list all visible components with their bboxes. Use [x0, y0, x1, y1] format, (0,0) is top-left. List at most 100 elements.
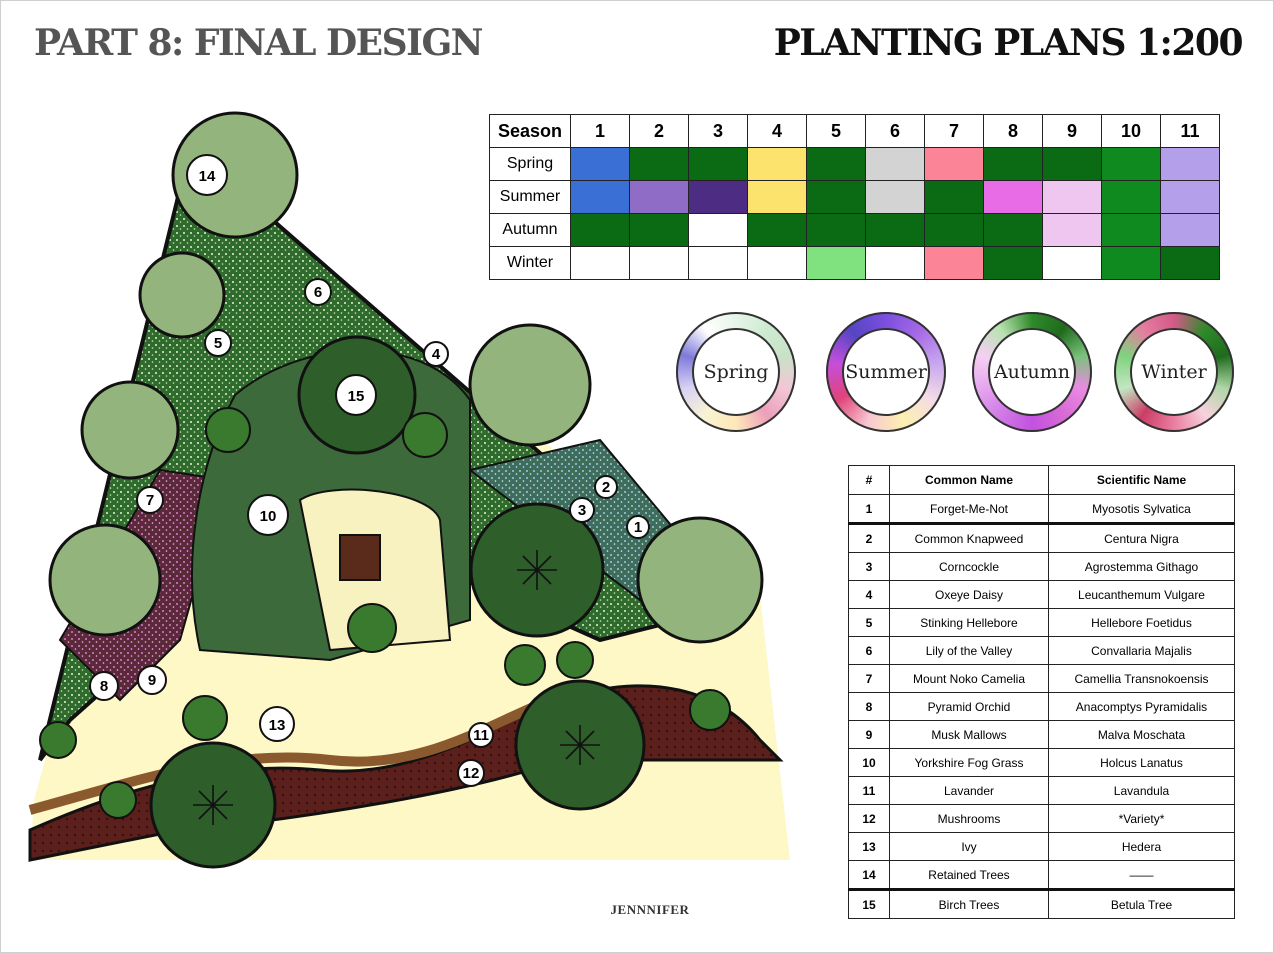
plant-cell-common: Mushrooms	[889, 804, 1049, 833]
season-color-cell	[570, 213, 630, 247]
season-row-autumn: Autumn	[489, 213, 1220, 247]
plant-cell-num: 15	[848, 888, 890, 919]
season-row-winter: Winter	[489, 246, 1220, 280]
plant-cell-scientific: Myosotis Sylvatica	[1048, 494, 1235, 524]
season-color-cell	[688, 180, 748, 214]
season-ring-label: Spring	[692, 328, 780, 416]
plant-cell-scientific: Hedera	[1048, 832, 1235, 861]
ring-outline	[1114, 312, 1234, 432]
plant-cell-common: Retained Trees	[889, 860, 1049, 890]
plan-label-15: 15	[348, 388, 365, 405]
plant-cell-num: 14	[848, 860, 890, 890]
season-color-cell	[1042, 180, 1102, 214]
plant-table-header: # Common Name Scientific Name	[848, 465, 1235, 495]
plant-cell-scientific: ——	[1048, 860, 1235, 890]
season-row-summer: Summer	[489, 180, 1220, 214]
tree-star-marks	[193, 550, 600, 825]
season-ring-spring: Spring	[676, 312, 796, 432]
season-col-3: 3	[688, 114, 748, 148]
plant-cell-num: 7	[848, 664, 890, 693]
ring-outline	[676, 312, 796, 432]
season-color-cell	[688, 246, 748, 280]
plant-cell-common: Pyramid Orchid	[889, 692, 1049, 721]
plan-label-4: 4	[432, 346, 441, 363]
plan-label-11: 11	[473, 727, 489, 744]
season-color-cell	[806, 246, 866, 280]
planting-plan-illustration: 14 6 5 4 15 7 10 3 2 1 8 9 13 11 12	[28, 111, 790, 869]
bench	[339, 534, 381, 581]
season-color-cell	[924, 147, 984, 181]
season-row-label: Summer	[489, 180, 571, 214]
plan-label-7: 7	[146, 492, 154, 509]
season-row-spring: Spring	[489, 147, 1220, 181]
plant-cell-common: Yorkshire Fog Grass	[889, 748, 1049, 777]
season-row-label: Autumn	[489, 213, 571, 247]
season-col-4: 4	[747, 114, 807, 148]
plant-header-common: Common Name	[889, 465, 1049, 495]
plan-label-14: 14	[199, 168, 216, 185]
retained-trees	[48, 111, 764, 644]
season-col-6: 6	[865, 114, 925, 148]
plant-cell-num: 2	[848, 522, 890, 553]
plan-label-5: 5	[214, 335, 222, 352]
season-color-cell	[747, 180, 807, 214]
plant-cell-common: Lavander	[889, 776, 1049, 805]
season-col-10: 10	[1101, 114, 1161, 148]
season-color-cell	[1160, 246, 1220, 280]
season-color-cell	[570, 180, 630, 214]
plant-cell-num: 8	[848, 692, 890, 721]
plant-cell-scientific: Centura Nigra	[1048, 522, 1235, 553]
plant-cell-scientific: Convallaria Majalis	[1048, 636, 1235, 665]
season-color-cell	[1160, 147, 1220, 181]
season-color-cell	[1042, 147, 1102, 181]
plant-cell-scientific: Camellia Transnokoensis	[1048, 664, 1235, 693]
plant-cell-common: Stinking Hellebore	[889, 608, 1049, 637]
plant-cell-scientific: Malva Moschata	[1048, 720, 1235, 749]
season-color-cell	[983, 213, 1043, 247]
page-title: PART 8: FINAL DESIGN	[34, 22, 484, 64]
season-color-cell	[629, 147, 689, 181]
season-col-2: 2	[629, 114, 689, 148]
plant-cell-num: 3	[848, 552, 890, 581]
plant-cell-scientific: *Variety*	[1048, 804, 1235, 833]
season-color-cell	[629, 246, 689, 280]
plant-cell-common: Birch Trees	[889, 888, 1049, 919]
season-color-cell	[629, 180, 689, 214]
plant-cell-num: 12	[848, 804, 890, 833]
plan-number-markers: 14 6 5 4 15 7 10 3 2 1 8 9 13 11 12	[89, 154, 650, 787]
season-row-label: Winter	[489, 246, 571, 280]
season-color-cell	[1160, 180, 1220, 214]
plan-label-3: 3	[578, 502, 586, 519]
plant-cell-scientific: Anacomptys Pyramidalis	[1048, 692, 1235, 721]
season-color-cell	[1042, 246, 1102, 280]
plant-cell-common: Ivy	[889, 832, 1049, 861]
season-color-cell	[983, 147, 1043, 181]
season-color-cell	[865, 180, 925, 214]
season-color-cell	[806, 180, 866, 214]
season-col-9: 9	[1042, 114, 1102, 148]
season-color-cell	[688, 147, 748, 181]
season-color-cell	[747, 213, 807, 247]
plant-cell-num: 5	[848, 608, 890, 637]
plant-cell-num: 1	[848, 494, 890, 524]
season-color-cell	[865, 213, 925, 247]
season-col-8: 8	[983, 114, 1043, 148]
ring-outline	[972, 312, 1092, 432]
plant-cell-scientific: Holcus Lanatus	[1048, 748, 1235, 777]
plant-cell-scientific: Leucanthemum Vulgare	[1048, 580, 1235, 609]
plant-cell-num: 6	[848, 636, 890, 665]
plant-cell-num: 10	[848, 748, 890, 777]
season-color-cell	[983, 180, 1043, 214]
